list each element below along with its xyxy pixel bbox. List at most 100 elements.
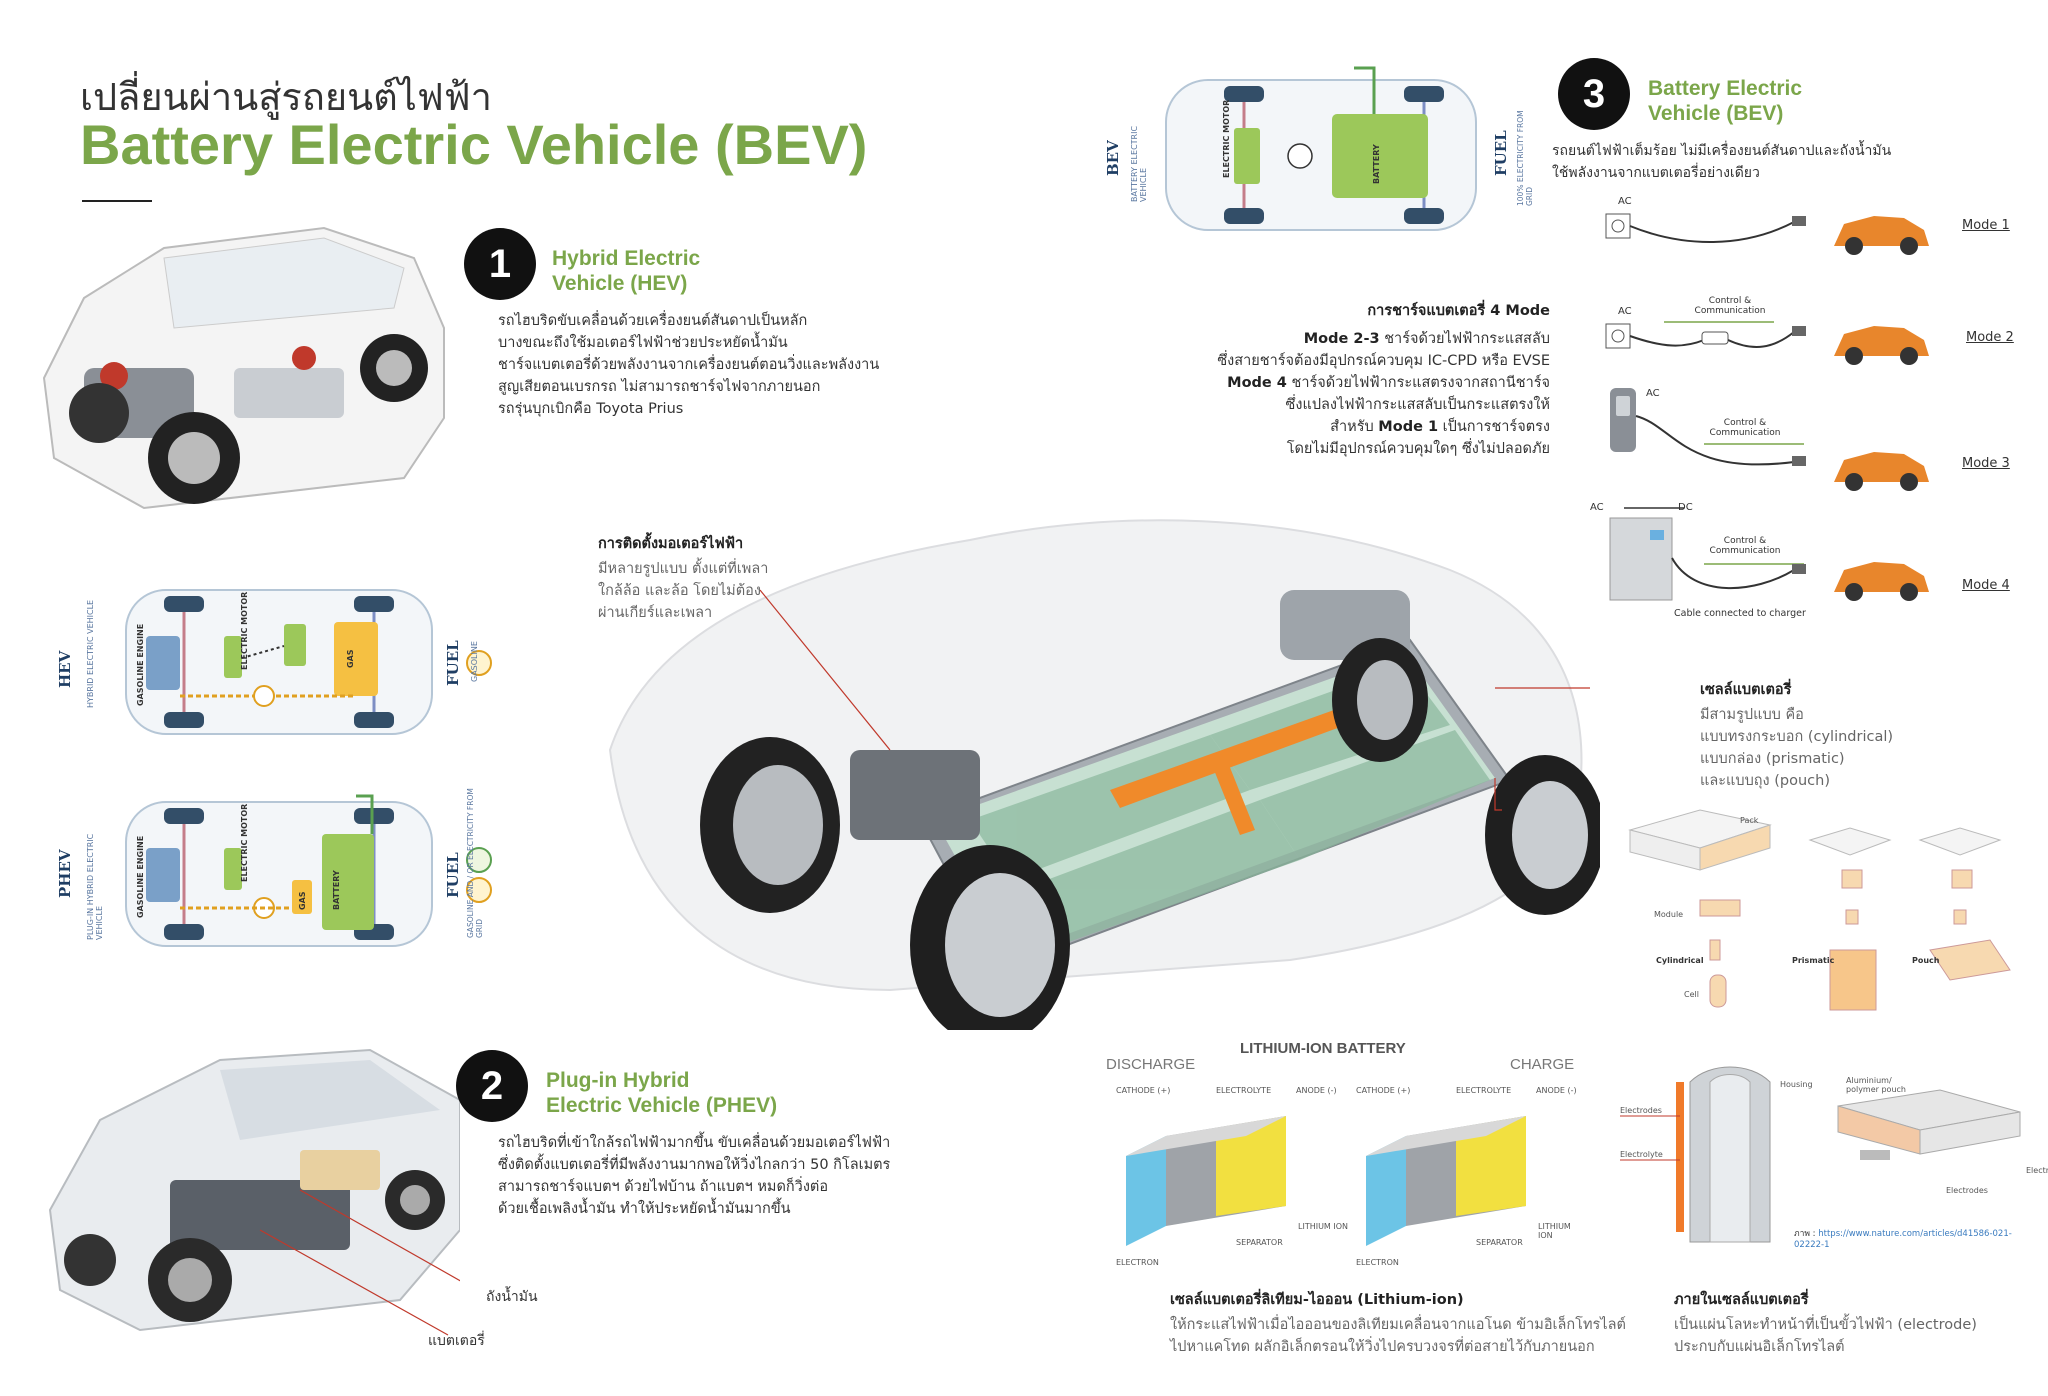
charge-separator-label: SEPARATOR xyxy=(1476,1238,1523,1247)
charge-electron-label: ELECTRON xyxy=(1356,1258,1399,1267)
phev-battery-label-text: แบตเตอรี่ xyxy=(428,1333,485,1349)
bev-diagram-chassis xyxy=(1165,66,1477,231)
charging-modes-text: การชาร์จแบตเตอรี่ 4 Mode Mode 2-3 ชาร์จด… xyxy=(1150,300,1550,460)
motor-install-title: การติดตั้งมอเตอร์ไฟฟ้า xyxy=(598,536,744,552)
inside-cell-description: เป็นแผ่นโลหะทำหน้าที่เป็นขั้วไฟฟ้า (elec… xyxy=(1674,1314,1977,1358)
charging-line-3: ชาร์จด้วยไฟฟ้ากระแสตรงจากสถานีชาร์จ xyxy=(1286,375,1550,391)
motor-install-description: มีหลายรูปแบบ ตั้งแต่ที่เพลา ใกล้ล้อ และล… xyxy=(598,558,768,624)
mode1-ac-label: AC xyxy=(1618,196,1632,207)
mode4-label: Mode 4 xyxy=(1962,578,2010,593)
phev-title-line1: Plug-in Hybrid xyxy=(546,1069,690,1092)
mode3-control-2: Communication xyxy=(1709,428,1781,438)
phev-diagram-chassis xyxy=(125,794,492,947)
mode3-label: Mode 3 xyxy=(1962,456,2010,471)
charging-line-5a: สำหรับ xyxy=(1330,419,1379,435)
bev-line-1: รถยนต์ไฟฟ้าเต็มร้อย ไม่มีเครื่องยนต์สันด… xyxy=(1552,143,1892,159)
battery-cell-line-3: แบบกล่อง (prismatic) xyxy=(1700,751,1845,767)
phev-diagram: PHEV PLUG-IN HYBRID ELECTRIC VEHICLE GAS… xyxy=(56,788,516,950)
discharge-electrolyte-label: ELECTROLYTE xyxy=(1216,1086,1272,1095)
hev-title-line2: Vehicle (HEV) xyxy=(552,272,688,295)
phev-diagram-sublabel: PLUG-IN HYBRID ELECTRIC VEHICLE xyxy=(86,833,104,940)
hev-line-3: ชาร์จแบตเตอรี่ด้วยพลังงานจากเครื่องยนต์ต… xyxy=(498,357,880,373)
bev-title-line1: Battery Electric xyxy=(1648,77,1803,100)
image-source: ภาพ : https://www.nature.com/articles/d4… xyxy=(1794,1226,2040,1250)
hev-description: รถไฮบริดขับเคลื่อนด้วยเครื่องยนต์สันดาปเ… xyxy=(498,310,879,420)
hev-diagram-chassis xyxy=(125,589,492,735)
cell-cylindrical-label: Cylindrical xyxy=(1656,956,1704,965)
cell-pouch-label: Pouch xyxy=(1912,956,1940,965)
mode3-control-label: Control &Communication xyxy=(1700,418,1790,438)
hev-line-2: บางขณะถึงใช้มอเตอร์ไฟฟ้าช่วยประหยัดน้ำมั… xyxy=(498,335,788,351)
charging-line-1: ชาร์จด้วยไฟฟ้ากระแสสลับ xyxy=(1379,331,1550,347)
phev-line-2: ซึ่งติดตั้งแบตเตอรี่ที่มีพลังงานมากพอให้… xyxy=(498,1157,891,1173)
inside-electrolyte-label: Electrolyte xyxy=(1620,1150,1663,1159)
mode2-control-label: Control &Communication xyxy=(1690,296,1770,316)
cell-formats-diagram: Pack Module Cell Cylindrical Prismatic P… xyxy=(1620,800,2040,1020)
cell-formats-illustration xyxy=(1628,809,2011,1011)
phev-line-1: รถไฮบริดที่เข้าใกล้รถไฟฟ้ามากขึ้น ขับเคล… xyxy=(498,1135,891,1151)
charging-mode23-label: Mode 2-3 xyxy=(1303,331,1380,347)
lithium-line-1: ให้กระแสไฟฟ้าเมื่อไอออนของลิเทียมเคลื่อน… xyxy=(1170,1317,1626,1333)
charging-mode4-label: Mode 4 xyxy=(1227,375,1287,391)
mode1-label: Mode 1 xyxy=(1962,218,2010,233)
hev-diagram-label: HEV xyxy=(56,650,74,688)
inside-cell-illustration xyxy=(1620,1066,2021,1243)
charge-label: CHARGE xyxy=(1510,1056,1575,1073)
cell-module-label: Module xyxy=(1654,910,1684,919)
lithium-ion-diagram: LITHIUM-ION BATTERY DISCHARGE CHARGE CAT… xyxy=(1106,1036,1586,1276)
mode4-illustration xyxy=(1609,507,1929,601)
phev-line-4: ด้วยเชื้อเพลิงน้ำมัน ทำให้ประหยัดน้ำมันม… xyxy=(498,1201,791,1217)
charging-title: การชาร์จแบตเตอรี่ 4 Mode xyxy=(1367,303,1550,319)
charging-line-5c: เป็นการชาร์จตรง xyxy=(1438,419,1550,435)
bev-battery-label: BATTERY xyxy=(1372,144,1381,184)
bev-chassis-illustration xyxy=(608,519,1600,1030)
thai-title: เปลี่ยนผ่านสู่รถยนต์ไฟฟ้า xyxy=(80,75,493,119)
lithium-title: เซลล์แบตเตอรี่ลิเทียม-ไอออน (Lithium-ion… xyxy=(1170,1292,1464,1308)
phev-engine-label: GASOLINE ENGINE xyxy=(136,835,145,918)
inside-cell-diagram: Housing Electrodes Electrolyte Aluminium… xyxy=(1620,1062,2048,1262)
phev-number-badge: 2 xyxy=(456,1050,528,1122)
hev-diagram-sublabel: HYBRID ELECTRIC VEHICLE xyxy=(86,599,95,708)
discharge-lithium-ion-label: LITHIUM ION xyxy=(1298,1222,1349,1231)
charging-modes-diagram: AC Mode 1 AC Control &Communication Mode… xyxy=(1590,190,2030,620)
mode4-control-label: Control &Communication xyxy=(1700,536,1790,556)
housing-label: Housing xyxy=(1780,1080,1813,1089)
charge-anode-label: ANODE (-) xyxy=(1536,1086,1577,1095)
bev-number-badge: 3 xyxy=(1558,58,1630,130)
image-source-url[interactable]: https://www.nature.com/articles/d41586-0… xyxy=(1794,1229,2012,1250)
hev-line-5: รถรุ่นบุกเบิกคือ Toyota Prius xyxy=(498,401,684,417)
hev-fuel-sublabel: GASOLINE xyxy=(470,641,479,682)
battery-cell-title: เซลล์แบตเตอรี่ xyxy=(1700,682,1792,698)
phev-gas-label: GAS xyxy=(298,891,307,910)
mode2-illustration xyxy=(1605,321,1929,365)
pouch-electrolyte-label: Electrolyte xyxy=(2026,1166,2048,1175)
hev-title-line1: Hybrid Electric xyxy=(552,247,701,270)
inside-cell-line-1: เป็นแผ่นโลหะทำหน้าที่เป็นขั้วไฟฟ้า (elec… xyxy=(1674,1317,1977,1333)
battery-cell-line-2: แบบทรงกระบอก (cylindrical) xyxy=(1700,729,1894,745)
bev-motor-label: ELECTRIC MOTOR xyxy=(1222,99,1231,178)
inside-cell-line-2: ประกบกับแผ่นอิเล็กโทรไลต์ xyxy=(1674,1339,1845,1355)
mode3-illustration xyxy=(1610,388,1929,491)
charging-line-6: โดยไม่มีอุปกรณ์ควบคุมใดๆ ซึ่งไม่ปลอดภัย xyxy=(1286,441,1550,457)
battery-cell-description: มีสามรูปแบบ คือ แบบทรงกระบอก (cylindrica… xyxy=(1700,704,1893,792)
image-source-label: ภาพ : xyxy=(1794,1229,1816,1239)
charging-line-2: ซึ่งสายชาร์จต้องมีอุปกรณ์ควบคุม IC-CPD ห… xyxy=(1217,353,1550,369)
mode4-cable-note: Cable connected to charger xyxy=(1674,608,1806,619)
page-title: Battery Electric Vehicle (BEV) xyxy=(80,113,868,176)
motor-line-2: ใกล้ล้อ และล้อ โดยไม่ต้อง xyxy=(598,583,761,599)
lithium-heading: LITHIUM-ION BATTERY xyxy=(1240,1040,1406,1057)
phev-description: รถไฮบริดที่เข้าใกล้รถไฟฟ้ามากขึ้น ขับเคล… xyxy=(498,1132,890,1220)
hev-number-badge: 1 xyxy=(464,228,536,300)
phev-title-line2: Electric Vehicle (PHEV) xyxy=(546,1094,778,1117)
battery-cell-line-1: มีสามรูปแบบ คือ xyxy=(1700,707,1804,723)
cell-cell-label: Cell xyxy=(1684,990,1699,999)
motor-line-3: ผ่านเกียร์และเพลา xyxy=(598,605,713,621)
phev-battery-label: BATTERY xyxy=(332,870,341,910)
hev-car-illustration xyxy=(42,226,445,510)
phev-tank-label: ถังน้ำมัน xyxy=(486,1289,538,1305)
mode2-control-1: Control & xyxy=(1708,296,1752,306)
bev-title-line2: Vehicle (BEV) xyxy=(1648,102,1784,125)
charging-mode1-label: Mode 1 xyxy=(1378,419,1439,435)
bev-diagram-label: BEV xyxy=(1104,140,1122,176)
charge-lithium-ion-label: LITHIUM ION xyxy=(1538,1222,1571,1240)
